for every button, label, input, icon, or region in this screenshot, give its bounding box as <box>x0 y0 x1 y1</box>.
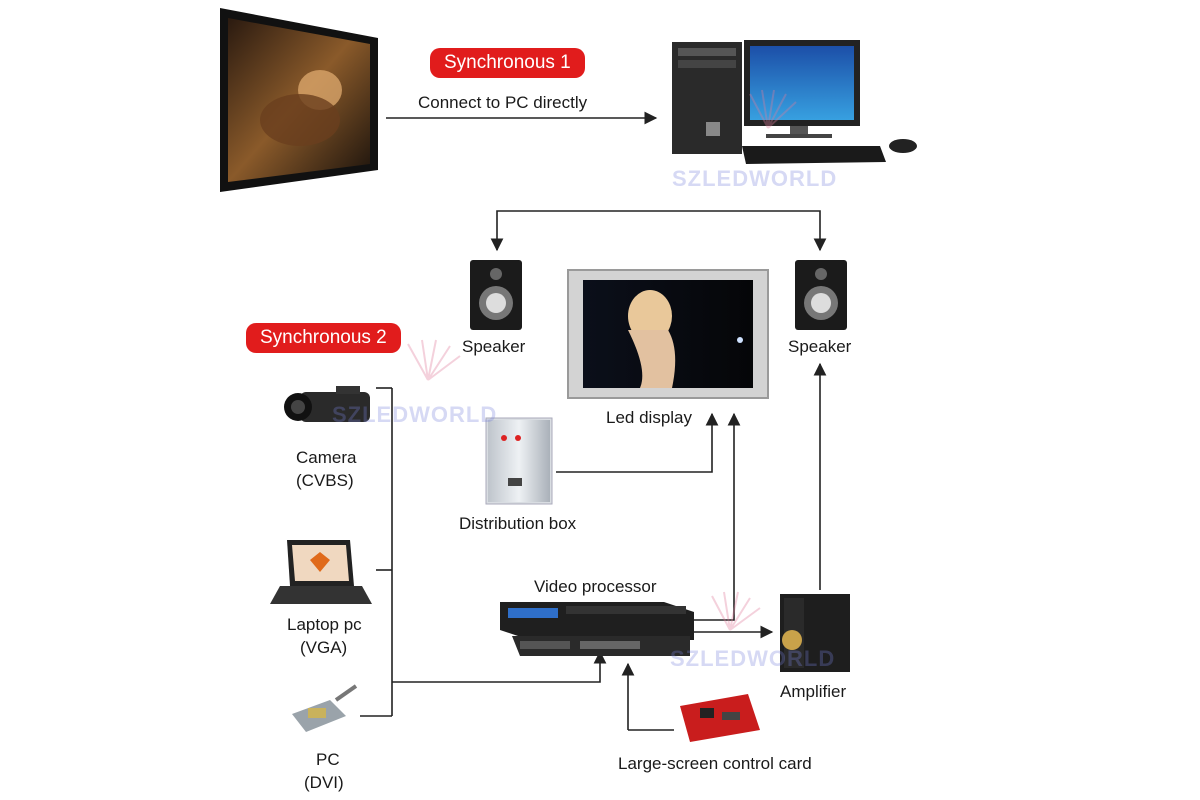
distribution-box-device <box>485 417 553 505</box>
label-speaker-left: Speaker <box>462 337 526 356</box>
badge-synchronous-2: Synchronous 2 <box>246 323 401 353</box>
distribution-to-led-line <box>556 412 719 473</box>
speaker-right-device <box>795 260 847 330</box>
label-led-display: Led display <box>606 408 693 427</box>
label-distribution-box: Distribution box <box>459 514 577 533</box>
label-control-card: Large-screen control card <box>618 754 812 773</box>
sources-to-processor-line <box>392 650 607 683</box>
badge-synchronous-1: Synchronous 1 <box>430 48 585 78</box>
label-speaker-right: Speaker <box>788 337 852 356</box>
label-connect-pc: Connect to PC directly <box>418 93 588 112</box>
label-camera: Camera <box>296 448 357 467</box>
label-laptop: Laptop pc <box>287 615 362 634</box>
watermark-fan-mid <box>407 339 461 381</box>
label-laptop-port: (VGA) <box>300 638 348 657</box>
speaker-left-device <box>470 260 522 330</box>
pc-dvi-device <box>292 684 358 732</box>
camera-device <box>284 386 370 422</box>
label-amplifier: Amplifier <box>780 682 847 701</box>
watermark-fan-top <box>749 89 797 129</box>
led-display-device <box>567 269 769 399</box>
amplifier-device <box>780 594 850 672</box>
desktop-pc <box>672 40 917 164</box>
processor-to-led-line <box>694 412 741 621</box>
watermark-top: SZLEDWORLD <box>672 166 838 191</box>
laptop-device <box>270 540 372 604</box>
video-processor-device <box>500 602 694 656</box>
wall-tv <box>220 8 378 192</box>
label-video-processor: Video processor <box>534 577 657 596</box>
label-pc: PC <box>316 750 340 769</box>
watermark-low: SZLEDWORLD <box>670 646 836 671</box>
label-pc-port: (DVI) <box>304 773 344 792</box>
watermark-fan-low <box>711 591 761 631</box>
label-camera-port: (CVBS) <box>296 471 354 490</box>
speaker-feed-line <box>490 210 827 252</box>
watermark-mid: SZLEDWORLD <box>332 402 498 427</box>
control-card-device <box>680 694 760 742</box>
